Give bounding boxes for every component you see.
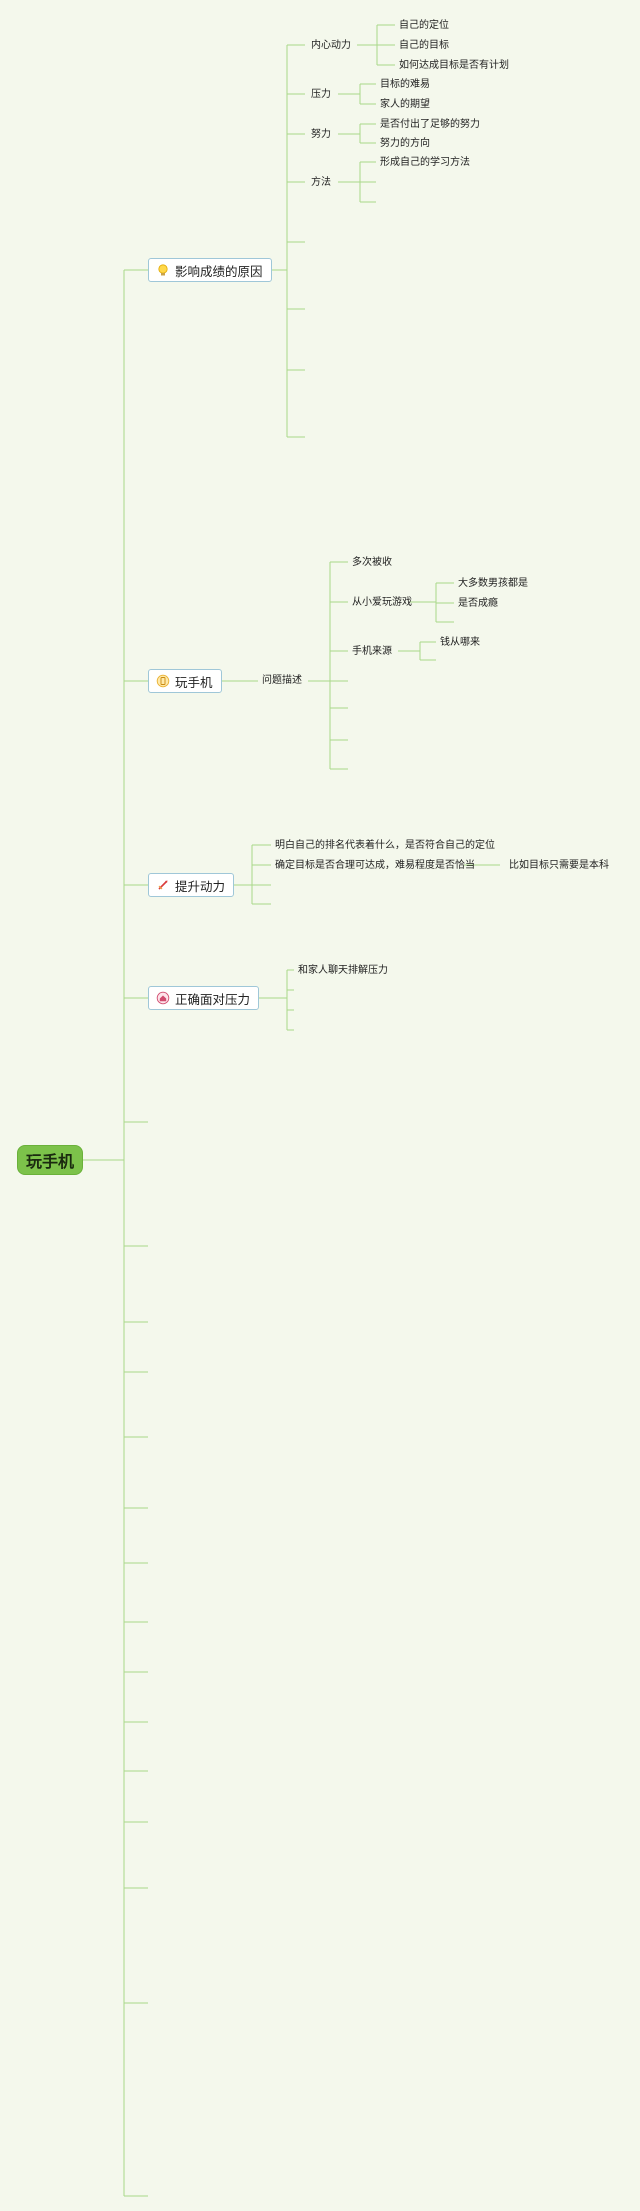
leaf-item[interactable]: 如何达成目标是否有计划 <box>399 60 509 71</box>
leaf-item[interactable]: 自己的定位 <box>399 20 449 31</box>
leaf-item[interactable]: 钱从哪来 <box>440 637 480 648</box>
topic-label: 提升动力 <box>175 878 226 894</box>
topic-phone[interactable]: 玩手机 <box>148 669 222 693</box>
topic-label: 影响成绩的原因 <box>175 263 263 279</box>
subtopic-problem-description[interactable]: 问题描述 <box>262 675 302 686</box>
leaf-item[interactable]: 自己的目标 <box>399 40 449 51</box>
subtopic-effort[interactable]: 努力 <box>311 129 331 140</box>
topic-face-pressure[interactable]: 正确面对压力 <box>148 986 260 1010</box>
leaf-item[interactable]: 比如目标只需要是本科 <box>509 860 609 871</box>
leaf-item[interactable]: 和家人聊天排解压力 <box>298 965 388 976</box>
subtopic-motivation[interactable]: 内心动力 <box>311 40 351 51</box>
lightbulb-icon <box>156 263 170 277</box>
leaf-item[interactable]: 手机来源 <box>352 646 392 657</box>
topic-label: 正确面对压力 <box>175 991 251 1007</box>
leaf-item[interactable]: 家人的期望 <box>380 99 430 110</box>
leaf-item[interactable]: 从小爱玩游戏 <box>352 597 412 608</box>
subtopic-pressure[interactable]: 压力 <box>311 89 331 100</box>
phone-icon <box>156 674 170 688</box>
leaf-item[interactable]: 努力的方向 <box>380 138 430 149</box>
leaf-item[interactable]: 明白自己的排名代表着什么，是否符合自己的定位 <box>275 840 495 851</box>
leaf-item[interactable]: 大多数男孩都是 <box>458 578 528 589</box>
rocket-icon <box>156 878 170 892</box>
topic-boost-motivation[interactable]: 提升动力 <box>148 873 235 897</box>
leaf-item[interactable]: 形成自己的学习方法 <box>380 157 470 168</box>
leaf-item[interactable]: 多次被收 <box>352 557 392 568</box>
root-node[interactable]: 玩手机 <box>17 1145 83 1175</box>
topic-influence-factors[interactable]: 影响成绩的原因 <box>148 258 272 282</box>
leaf-item[interactable]: 确定目标是否合理可达成，难易程度是否恰当 <box>275 860 475 871</box>
home-icon <box>156 991 170 1005</box>
subtopic-method[interactable]: 方法 <box>311 177 331 188</box>
topic-label: 玩手机 <box>175 674 213 690</box>
leaf-item[interactable]: 是否成瘾 <box>458 598 498 609</box>
leaf-item[interactable]: 目标的难易 <box>380 79 430 90</box>
leaf-item[interactable]: 是否付出了足够的努力 <box>380 119 480 130</box>
